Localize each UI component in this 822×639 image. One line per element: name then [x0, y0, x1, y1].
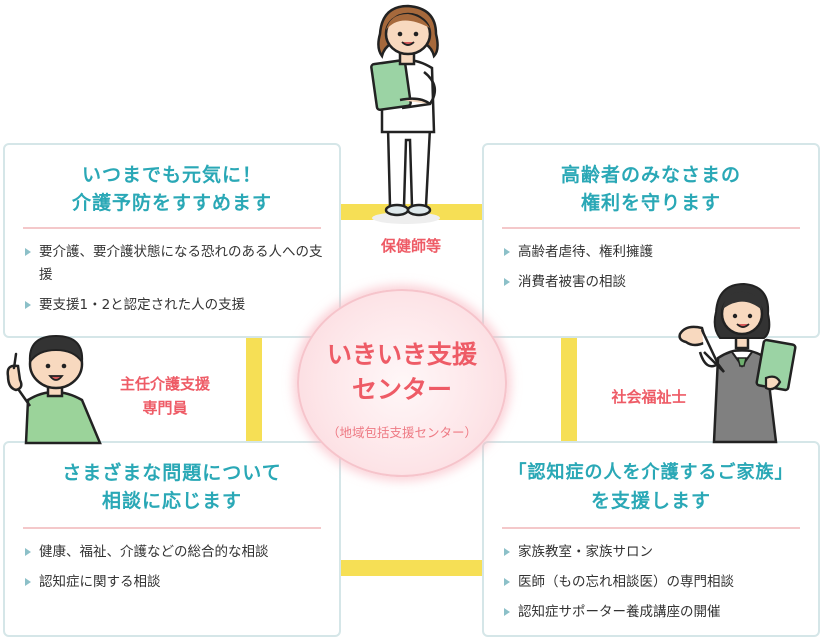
center-title-line-2: センター — [351, 375, 452, 404]
box-rights-title-line-1: 高齢者のみなさまの — [560, 164, 741, 186]
box-rights-title-line-2: 権利を守ります — [580, 192, 721, 214]
center-circle: いきいき支援 センター （地域包括支援センター） — [297, 289, 507, 477]
box-rights-title: 高齢者のみなさまの 権利を守ります — [484, 161, 818, 217]
box-consultation-rule — [23, 527, 321, 529]
box-family-support-title-line-1: 「認知症の人を介護するご家族」 — [508, 462, 794, 483]
list-item: 医師（もの忘れ相談医）の専門相談 — [502, 571, 804, 594]
list-item-text: 高齢者虐待、権利擁護 — [518, 244, 653, 260]
connector-right — [561, 337, 577, 443]
list-item-text: 家族教室・家族サロン — [518, 544, 653, 560]
triangle-bullet-icon — [25, 248, 31, 256]
box-consultation: さまざまな問題について 相談に応じます 健康、福祉、介護などの総合的な相談 認知… — [3, 441, 341, 637]
box-rights-rule — [502, 227, 800, 229]
list-item-text: 医師（もの忘れ相談医）の専門相談 — [518, 574, 734, 590]
box-family-support: 「認知症の人を介護するご家族」 を支援します 家族教室・家族サロン 医師（もの忘… — [482, 441, 820, 637]
nurse-illustration-icon — [370, 4, 440, 224]
role-public-health-nurse: 保健師等 — [361, 234, 461, 258]
triangle-bullet-icon — [504, 278, 510, 286]
connector-bottom — [340, 560, 482, 576]
role-care-manager-line-2: 専門員 — [142, 399, 188, 417]
box-rights-list: 高齢者虐待、権利擁護 消費者被害の相談 — [502, 241, 718, 301]
triangle-bullet-icon — [504, 248, 510, 256]
list-item-text: 要介護、要介護状態になる恐れのある人への支援 — [39, 244, 323, 283]
box-family-support-title: 「認知症の人を介護するご家族」 を支援します — [484, 459, 818, 515]
triangle-bullet-icon — [25, 548, 31, 556]
triangle-bullet-icon — [504, 608, 510, 616]
box-prevention-title: いつまでも元気に！ 介護予防をすすめます — [5, 161, 339, 217]
social-worker-illustration-icon — [678, 282, 797, 444]
box-family-support-rule — [502, 527, 800, 529]
role-social-worker-text: 社会福祉士 — [611, 388, 687, 406]
box-consultation-title: さまざまな問題について 相談に応じます — [5, 459, 339, 515]
triangle-bullet-icon — [504, 578, 510, 586]
list-item: 認知症に関する相談 — [23, 571, 325, 594]
role-public-health-nurse-text: 保健師等 — [380, 237, 441, 255]
box-consultation-title-line-2: 相談に応じます — [101, 490, 242, 512]
role-care-manager: 主任介護支援 専門員 — [100, 372, 230, 420]
connector-left — [246, 337, 262, 443]
triangle-bullet-icon — [25, 578, 31, 586]
center-title-line-1: いきいき支援 — [326, 340, 477, 369]
triangle-bullet-icon — [25, 301, 31, 309]
box-family-support-list: 家族教室・家族サロン 医師（もの忘れ相談医）の専門相談 認知症サポーター養成講座… — [502, 541, 804, 631]
list-item: 家族教室・家族サロン — [502, 541, 804, 564]
list-item-text: 認知症サポーター養成講座の開催 — [518, 604, 721, 620]
center-title: いきいき支援 センター — [299, 337, 505, 407]
care-manager-illustration-icon — [6, 334, 102, 445]
list-item: 健康、福祉、介護などの総合的な相談 — [23, 541, 325, 564]
box-prevention: いつまでも元気に！ 介護予防をすすめます 要介護、要介護状態になる恐れのある人へ… — [3, 143, 341, 338]
box-consultation-title-line-1: さまざまな問題について — [62, 462, 282, 484]
box-prevention-title-line-1: いつまでも元気に！ — [81, 164, 262, 186]
box-family-support-title-line-2: を支援します — [590, 490, 711, 512]
box-consultation-list: 健康、福祉、介護などの総合的な相談 認知症に関する相談 — [23, 541, 325, 601]
center-subtitle: （地域包括支援センター） — [326, 425, 477, 440]
box-prevention-list: 要介護、要介護状態になる恐れのある人への支援 要支援1・2と認定された人の支援 — [23, 241, 325, 324]
role-social-worker: 社会福祉士 — [594, 385, 704, 409]
list-item: 高齢者虐待、権利擁護 — [502, 241, 718, 264]
role-care-manager-line-1: 主任介護支援 — [119, 375, 210, 393]
box-prevention-title-line-2: 介護予防をすすめます — [71, 192, 272, 214]
list-item: 要介護、要介護状態になる恐れのある人への支援 — [23, 241, 325, 287]
list-item: 要支援1・2と認定された人の支援 — [23, 294, 325, 317]
list-item: 消費者被害の相談 — [502, 271, 718, 294]
box-prevention-rule — [23, 227, 321, 229]
list-item-text: 要支援1・2と認定された人の支援 — [39, 297, 246, 313]
list-item: 認知症サポーター養成講座の開催 — [502, 601, 804, 624]
triangle-bullet-icon — [504, 548, 510, 556]
list-item-text: 消費者被害の相談 — [518, 274, 626, 290]
list-item-text: 健康、福祉、介護などの総合的な相談 — [39, 544, 269, 560]
list-item-text: 認知症に関する相談 — [39, 574, 161, 590]
